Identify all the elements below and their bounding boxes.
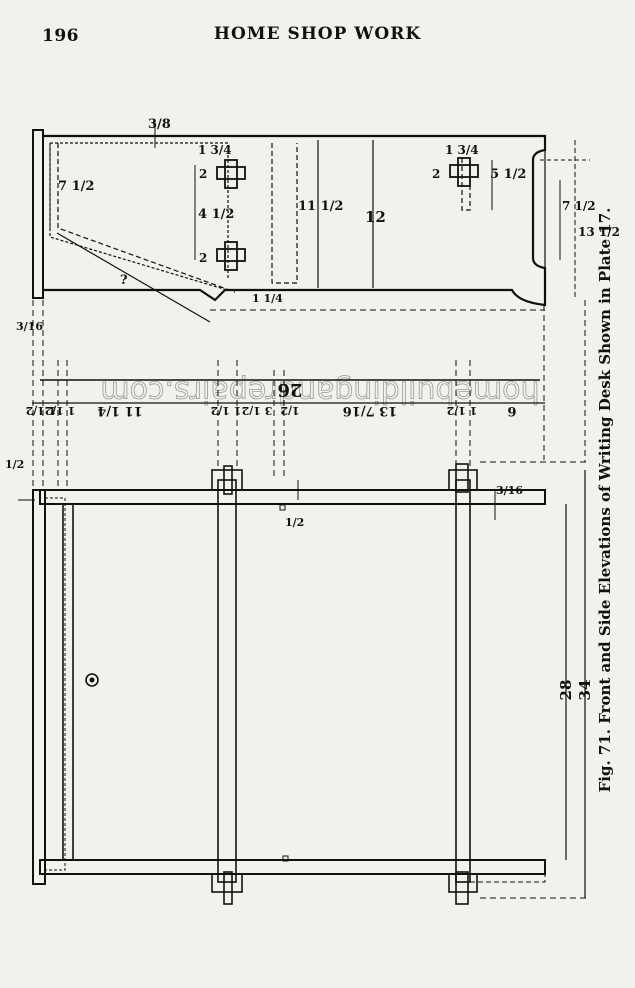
- dim-label: 7 1/2: [58, 179, 94, 194]
- dim-label: 4 1/2: [198, 207, 234, 222]
- dim-label: 1 3/4: [198, 143, 232, 157]
- dim-label: 1/2: [5, 458, 24, 471]
- front-dimension-labels: 1/2 3/16 1/2 28 34: [5, 458, 594, 700]
- dim-label: 1/2: [280, 404, 299, 417]
- dim-label: 11 1/2: [298, 199, 343, 214]
- dim-label: 26: [277, 379, 302, 400]
- figure-caption: Fig. 71. Front and Side Elevations of Wr…: [596, 208, 614, 793]
- dim-label: 2: [199, 167, 207, 181]
- running-title: HOME SHOP WORK: [213, 24, 422, 44]
- side-dimension-labels: 3/8 7 1/2 4 1/2 2 1 3/4 2 11 1/2 12 2 1 …: [16, 117, 620, 333]
- dim-label: 13 7/16: [343, 403, 398, 418]
- row-dimension-labels: 26 1 1/2 1 1/2 11 1/4 1 1/2 3 1/2 1/2 13…: [26, 379, 517, 418]
- dim-label: 1 1/4: [252, 292, 283, 305]
- dim-label: 11 1/4: [97, 403, 142, 418]
- dim-label: 2: [432, 167, 440, 181]
- dim-label: 3/16: [496, 484, 523, 497]
- dim-label: 1 3/4: [445, 143, 479, 157]
- watermark: homebuildingandrepairs.com: [100, 374, 539, 409]
- dim-label: 1 1/2: [45, 404, 76, 417]
- page-number: 196: [42, 26, 79, 46]
- dim-label: 1/2: [285, 516, 304, 529]
- side-elevation: [32, 120, 590, 323]
- dim-label: 1 1/2: [447, 404, 478, 417]
- dim-label: 1 1/2: [211, 404, 242, 417]
- dim-label: 5 1/2: [490, 167, 526, 182]
- dim-label: 12: [365, 208, 386, 226]
- dim-label: 7 1/2: [562, 199, 596, 213]
- dim-label: 2: [199, 251, 207, 265]
- dim-label: 34: [576, 680, 594, 701]
- dim-label: ?: [120, 273, 128, 288]
- dim-label: 6: [507, 403, 516, 418]
- dim-label: 28: [557, 680, 575, 701]
- dim-label: 3/8: [148, 117, 171, 132]
- dimension-rows: [32, 300, 590, 490]
- dim-label: 13 1/2: [578, 225, 620, 239]
- dim-label: 3/16: [16, 320, 43, 333]
- front-elevation: [18, 463, 590, 905]
- dim-label: 3 1/2: [242, 404, 273, 417]
- dim-label: 1 1/2: [26, 404, 57, 417]
